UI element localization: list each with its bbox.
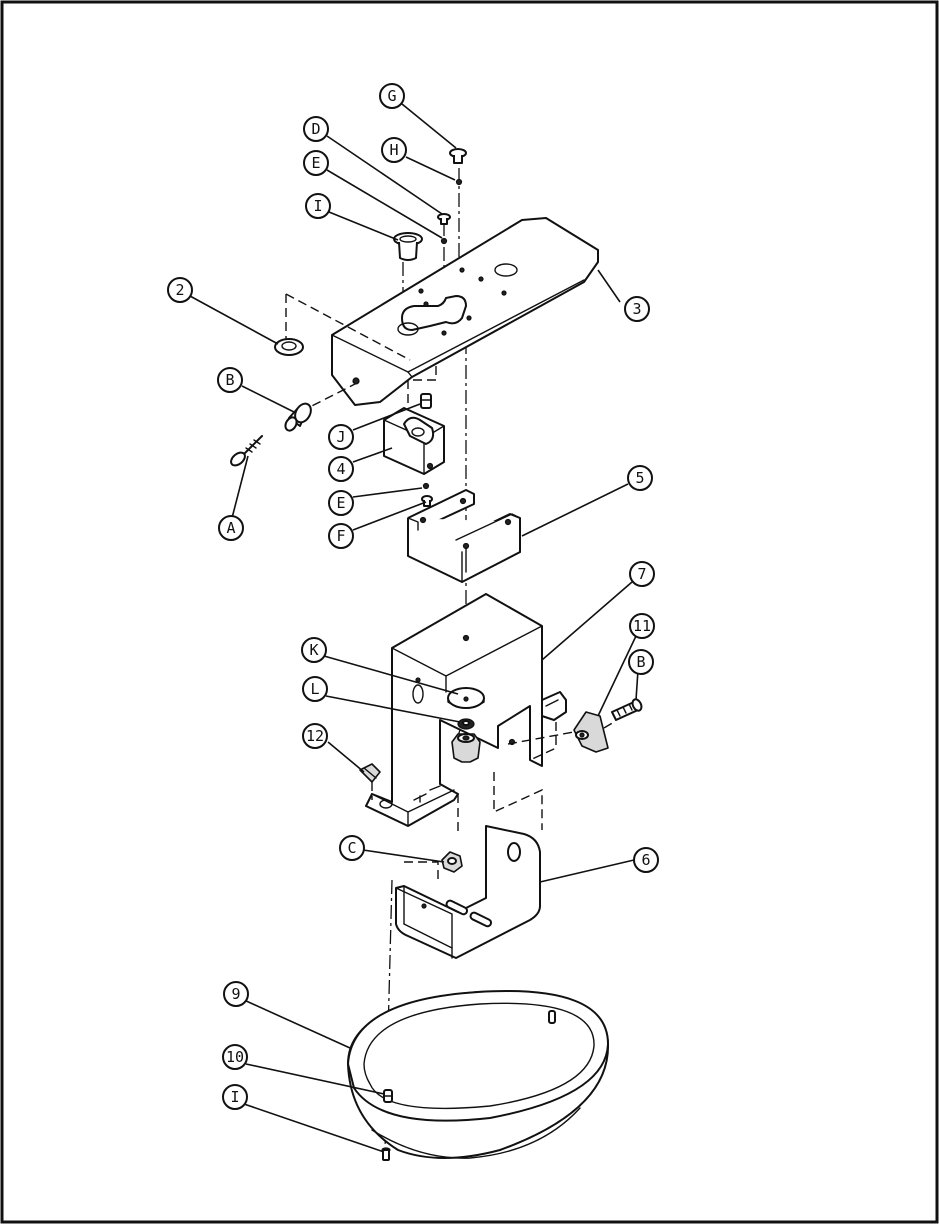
disc-k	[448, 688, 484, 708]
washer-h	[457, 180, 462, 185]
callout-j-label: J	[336, 428, 345, 446]
callout-d: D	[304, 117, 328, 141]
knob-11	[574, 712, 608, 752]
callout-b-top-label: B	[225, 371, 234, 389]
callout-b-right: B	[629, 650, 653, 674]
callout-f-label: F	[336, 527, 345, 545]
screw-d	[438, 214, 450, 224]
guide-nut-c	[404, 862, 438, 882]
callout-12: 12	[303, 724, 327, 748]
callout-l-label: L	[310, 680, 319, 698]
callout-12-label: 12	[306, 727, 324, 745]
callout-3-label: 3	[632, 300, 641, 318]
callout-4: 4	[329, 457, 353, 481]
bushing-b-top	[283, 401, 314, 433]
callout-10-label: 10	[226, 1048, 244, 1066]
callout-2-label: 2	[175, 281, 184, 299]
callout-2: 2	[168, 278, 192, 302]
bushing-i-top	[394, 233, 422, 260]
callout-l: L	[303, 677, 327, 701]
top-plate	[332, 218, 598, 405]
washer-2	[275, 339, 303, 355]
callout-c: C	[340, 836, 364, 860]
callout-i-bottom-label: I	[230, 1088, 239, 1106]
callout-i-top: I	[306, 194, 330, 218]
bowl-9	[348, 991, 608, 1158]
knob-center	[452, 734, 480, 762]
callout-11-label: 11	[633, 617, 651, 635]
callout-9: 9	[224, 982, 248, 1006]
callout-b-right-label: B	[636, 653, 645, 671]
callout-d-label: D	[311, 120, 320, 138]
callout-b-top: B	[218, 368, 242, 392]
callout-f: F	[329, 524, 353, 548]
nut-c	[442, 852, 462, 872]
callout-h: H	[382, 138, 406, 162]
callout-g: G	[380, 84, 404, 108]
screw-12	[360, 764, 380, 782]
screw-i-bottom	[382, 1148, 390, 1160]
screw-g	[450, 149, 466, 163]
guide-bolt-b	[604, 722, 614, 728]
callout-g-label: G	[387, 87, 396, 105]
washer-e-top	[442, 239, 447, 244]
callout-i-bottom: I	[223, 1085, 247, 1109]
screw-10	[384, 1090, 392, 1102]
callout-e-top: E	[304, 151, 328, 175]
callout-e-top-label: E	[311, 154, 320, 172]
callout-j: J	[329, 425, 353, 449]
callout-7-label: 7	[637, 565, 646, 583]
guide-7-6-right	[494, 772, 542, 830]
callout-k-label: K	[309, 641, 318, 659]
callout-c-label: C	[347, 839, 356, 857]
set-screw-j	[421, 394, 431, 408]
clamp-block-4	[384, 408, 444, 474]
callout-4-label: 4	[336, 460, 345, 478]
callout-k: K	[302, 638, 326, 662]
callout-7: 7	[630, 562, 654, 586]
nut-l	[458, 719, 474, 729]
callout-11: 11	[630, 614, 654, 638]
callout-a: A	[219, 516, 243, 540]
callout-a-label: A	[226, 519, 235, 537]
callout-5-label: 5	[635, 469, 644, 487]
callout-5: 5	[628, 466, 652, 490]
callout-i-top-label: I	[313, 197, 322, 215]
base-bracket-6	[396, 826, 540, 958]
callout-e-mid-label: E	[336, 494, 345, 512]
screw-f	[422, 496, 432, 506]
callout-6: 6	[634, 848, 658, 872]
bolt-b-right	[612, 698, 643, 720]
callout-e-mid: E	[329, 491, 353, 515]
callout-6-label: 6	[641, 851, 650, 869]
washer-e-mid	[424, 484, 429, 489]
callout-10: 10	[223, 1045, 247, 1069]
callout-h-label: H	[389, 141, 398, 159]
callout-3: 3	[625, 297, 649, 321]
callout-9-label: 9	[231, 985, 240, 1003]
